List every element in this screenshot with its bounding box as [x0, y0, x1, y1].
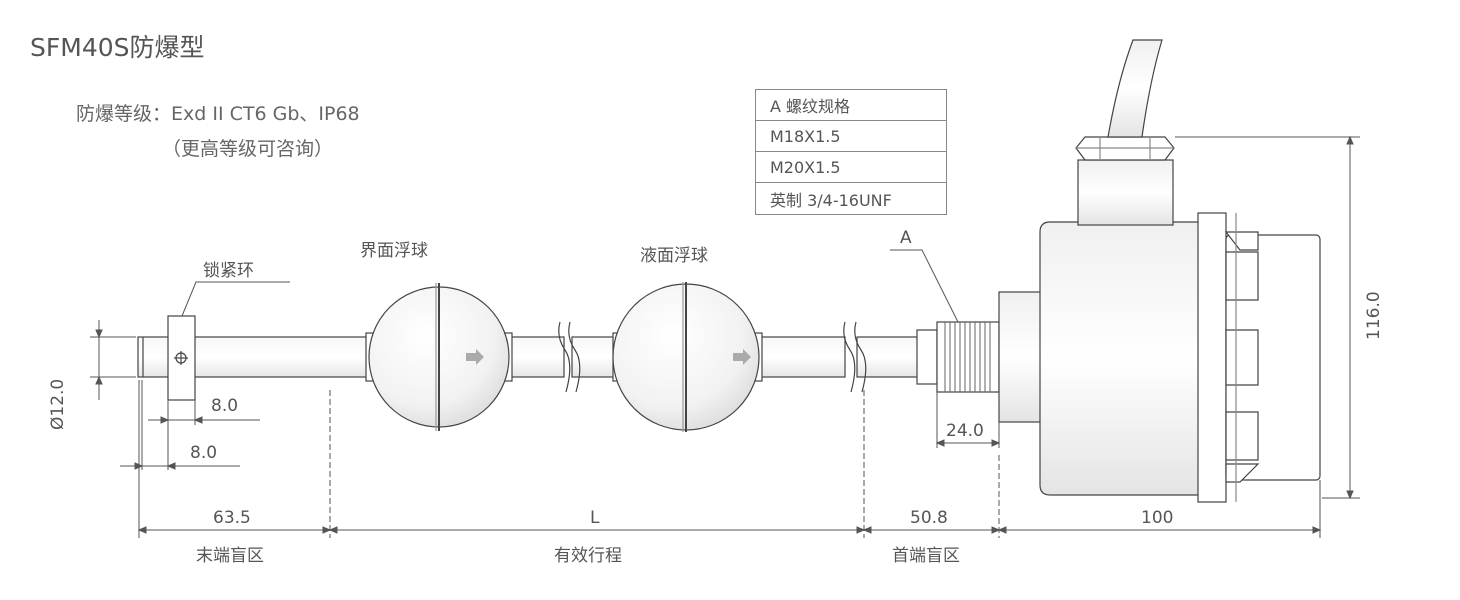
thread-spec-row: M18X1.5 [756, 121, 946, 152]
diameter-dimension [90, 320, 136, 400]
effective-stroke-label: 有效行程 [554, 546, 622, 566]
page-title: SFM40S防爆型 [30, 33, 205, 62]
housing [998, 212, 1321, 503]
explosion-rating-note: 防爆等级：Exd II CT6 Gb、IP68 [76, 103, 360, 125]
height-dimension [1175, 135, 1360, 500]
consult-note: （更高等级可咨询） [162, 138, 334, 160]
end-dead-value: 63.5 [213, 508, 251, 528]
thread-spec-header: A 螺纹规格 [756, 90, 946, 121]
interface-float-label: 界面浮球 [360, 241, 428, 261]
bottom-dimension-chain [137, 380, 1322, 538]
head-dead-value: 50.8 [910, 508, 948, 528]
collar-value: 8.0 [190, 443, 218, 463]
cable [1107, 39, 1163, 138]
lock-ring [167, 315, 196, 401]
head-dead-zone-label: 首端盲区 [892, 546, 960, 566]
threaded-fitting [916, 321, 1000, 393]
end-dead-zone-label: 末端盲区 [196, 546, 264, 566]
thread-spec-table: A 螺纹规格 M18X1.5 M20X1.5 英制 3/4-16UNF [755, 89, 947, 215]
thread-length-dimension [935, 392, 1001, 448]
interface-float [365, 283, 513, 431]
stroke-value: L [590, 508, 600, 528]
thread-ref-label: A [900, 228, 912, 248]
thread-length-value: 24.0 [946, 421, 984, 441]
collar-dimension [148, 400, 260, 425]
liquid-float [612, 282, 763, 432]
housing-value: 100 [1141, 508, 1174, 528]
collar-value: 8.0 [211, 396, 239, 416]
break-symbol [558, 321, 581, 393]
thread-ref-leader [890, 249, 959, 323]
break-symbol [843, 321, 867, 393]
lock-ring-leader [181, 281, 290, 317]
cable-gland [1075, 136, 1175, 226]
thread-spec-row: M20X1.5 [756, 152, 946, 183]
height-value: 116.0 [1364, 291, 1384, 340]
lock-ring-label: 锁紧环 [203, 261, 254, 281]
liquid-float-label: 液面浮球 [640, 246, 708, 266]
thread-spec-row: 英制 3/4-16UNF [770, 190, 892, 210]
diameter-value: Ø12.0 [48, 378, 68, 430]
rod [137, 336, 920, 378]
